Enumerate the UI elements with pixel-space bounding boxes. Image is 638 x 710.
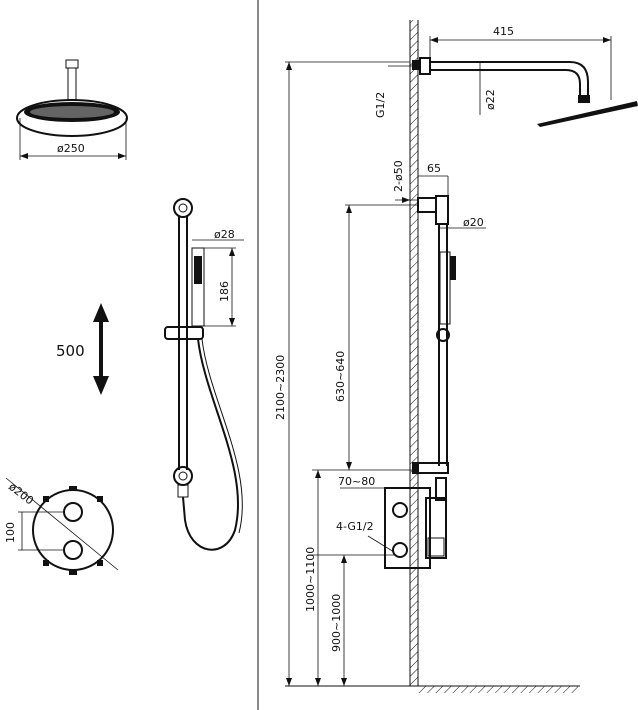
shower-arm — [285, 36, 638, 127]
height-dimensions — [286, 62, 352, 686]
outlet-height-label: 1000~1100 — [304, 547, 317, 612]
travel-arrow-icon — [93, 303, 109, 395]
bracket-height-label: 630~640 — [334, 351, 347, 402]
mixer-valve-body — [308, 462, 449, 569]
handshower-dia-label: ø28 — [214, 228, 235, 241]
arm-tube-label: ø22 — [484, 89, 497, 110]
vertical-rail — [436, 224, 456, 466]
mixer-height-label: 900~1000 — [330, 594, 343, 652]
wall-section — [285, 20, 580, 693]
slide-rail-set — [164, 198, 244, 551]
mixer-plate-dia-label: ø200 — [6, 480, 36, 507]
slide-travel-label: 500 — [56, 342, 85, 360]
total-height-label: 2100~2300 — [274, 355, 287, 420]
arm-thread-label: G1/2 — [374, 92, 387, 118]
mixer-spacing-label: 100 — [4, 522, 17, 543]
handshower-length-label: 186 — [218, 281, 231, 302]
arm-length-label: 415 — [493, 25, 514, 38]
inlets-label: 4-G1/2 — [336, 520, 374, 533]
head-diameter-label: ø250 — [57, 142, 85, 155]
mixer-plate — [5, 477, 119, 575]
upper-bracket — [345, 175, 486, 229]
shower-head-top-view — [16, 59, 128, 160]
rail-tube-label: ø20 — [463, 216, 484, 229]
wall-offset-label: 65 — [427, 162, 441, 175]
mixer-depth-label: 70~80 — [338, 475, 375, 488]
flange-label: 2-ø50 — [392, 160, 405, 192]
